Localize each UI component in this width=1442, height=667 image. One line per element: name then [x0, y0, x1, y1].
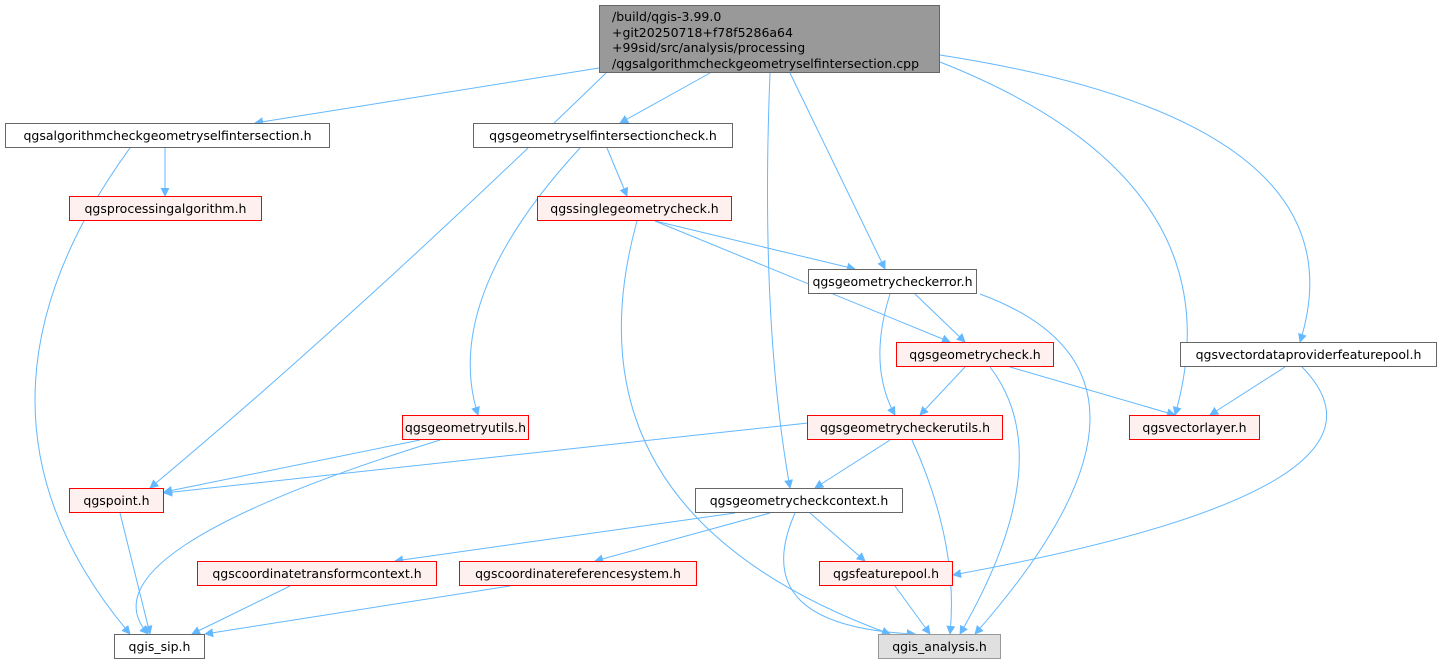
header-node-analysis[interactable]: qgis_analysis.h [878, 634, 1001, 659]
header-node-processing[interactable]: qgsprocessingalgorithm.h [69, 196, 262, 221]
edge-selfint-to-single [606, 147, 629, 197]
edge-root-to-algo [254, 67, 600, 127]
header-node-vectorlayer[interactable]: qgsvectorlayer.h [1129, 415, 1260, 440]
edge-context-to-coordtransform [394, 512, 736, 565]
header-node-checkerror[interactable]: qgsgeometrycheckerror.h [808, 269, 977, 294]
edge-selfint-to-geomutils [469, 147, 581, 416]
edge-featurepool-to-analysis [894, 585, 931, 635]
edge-root-to-checkerror [789, 72, 886, 270]
edge-root-to-vdpfp [939, 54, 1311, 343]
header-node-single[interactable]: qgssinglegeometrycheck.h [537, 196, 732, 221]
edge-checkerror-to-geomcheck [914, 293, 966, 343]
edge-context-to-crs [594, 512, 771, 564]
root-path-line: /qgsalgorithmcheckgeometryselfintersecti… [612, 55, 920, 71]
header-node-sip[interactable]: qgis_sip.h [114, 634, 205, 659]
edge-single-to-analysis [620, 220, 891, 636]
edge-checkerror-to-checkerutils [879, 293, 896, 416]
header-node-geomutils[interactable]: qgsgeometryutils.h [402, 415, 529, 440]
edge-context-to-analysis [783, 512, 916, 639]
header-node-selfint[interactable]: qgsgeometryselfintersectioncheck.h [473, 123, 733, 148]
edge-checkerutils-to-point [163, 422, 809, 497]
edge-checkerror-to-analysis [974, 293, 1091, 635]
header-node-point[interactable]: qgspoint.h [69, 488, 164, 513]
edge-vdpfp-to-featurepool [952, 366, 1328, 578]
header-node-context[interactable]: qgsgeometrycheckcontext.h [695, 488, 903, 513]
edge-checkerutils-to-context [814, 439, 891, 489]
header-node-algo[interactable]: qgsalgorithmcheckgeometryselfintersectio… [5, 123, 330, 148]
header-node-coordtransform[interactable]: qgscoordinatetransformcontext.h [197, 561, 437, 586]
edge-single-to-geomcheck [654, 220, 951, 344]
header-node-crs[interactable]: qgscoordinatereferencesystem.h [459, 561, 697, 586]
root-path-line: +git20250718+f78f5286a64 [612, 24, 793, 40]
edge-root-to-selfint [619, 72, 711, 124]
root-path-line: +99sid/src/analysis/processing [612, 40, 806, 55]
edge-geomcheck-to-analysis [959, 366, 1020, 635]
edge-geomcheck-to-vectorlayer [1009, 366, 1176, 418]
edge-point-to-sip [119, 512, 153, 635]
edge-vdpfp-to-vectorlayer [1209, 366, 1286, 416]
header-node-checkerutils[interactable]: qgsgeometrycheckerutils.h [807, 415, 1003, 440]
edge-geomutils-to-sip [135, 439, 441, 635]
header-node-featurepool[interactable]: qgsfeaturepool.h [819, 561, 953, 586]
root-path-line: /build/qgis-3.99.0 [612, 9, 722, 24]
header-node-vdpfp[interactable]: qgsvectordataproviderfeaturepool.h [1180, 342, 1437, 367]
edge-checkerutils-to-analysis [911, 439, 956, 635]
root-file-node: /build/qgis-3.99.0 +git20250718+f78f5286… [599, 5, 940, 73]
edge-context-to-featurepool [809, 512, 866, 562]
edge-coordtransform-to-sip [191, 585, 291, 635]
edge-geomutils-to-point [163, 439, 421, 495]
edge-root-to-context [767, 72, 794, 489]
edge-single-to-checkerror [654, 220, 856, 272]
header-node-geomcheck[interactable]: qgsgeometrycheck.h [896, 342, 1054, 367]
edge-geomcheck-to-checkerutils [919, 366, 966, 416]
edge-crs-to-sip [204, 585, 511, 638]
